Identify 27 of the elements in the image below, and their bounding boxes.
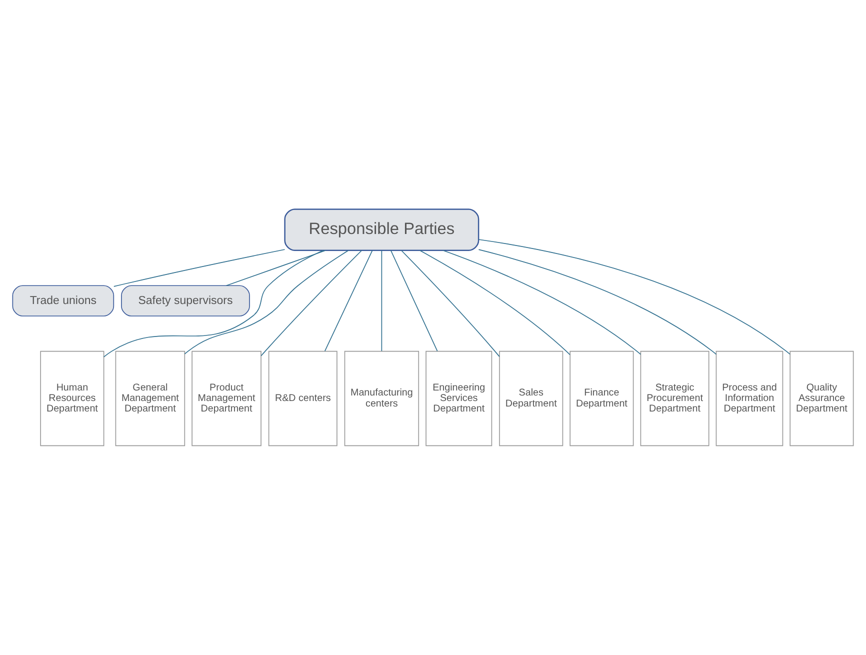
connector xyxy=(478,249,717,355)
node-box: Safety supervisors xyxy=(121,285,250,316)
node-box: Product Management Department xyxy=(192,350,262,446)
connector xyxy=(478,239,790,355)
node-box: Strategic Procurement Department xyxy=(640,350,710,446)
connector xyxy=(184,250,349,354)
connector xyxy=(226,250,326,286)
node-box: Responsible Parties xyxy=(284,208,480,251)
node-box: Trade unions xyxy=(12,285,114,316)
connector xyxy=(419,250,570,356)
node-box: Sales Department xyxy=(499,350,564,446)
node-box: Finance Department xyxy=(570,350,634,446)
connector xyxy=(114,249,286,287)
node-box: Engineering Services Department xyxy=(426,350,492,446)
node-box: Process and Information Department xyxy=(716,350,784,446)
connector xyxy=(103,250,324,358)
node-box: Quality Assurance Department xyxy=(790,350,854,446)
connector xyxy=(260,250,362,356)
connector xyxy=(381,250,382,352)
connector xyxy=(324,250,373,352)
node-box: Human Resources Department xyxy=(40,350,104,446)
connector xyxy=(400,250,500,357)
node-box: R&D centers xyxy=(268,350,338,446)
connector xyxy=(442,250,642,355)
connector xyxy=(390,250,438,352)
node-box: General Management Department xyxy=(115,350,186,446)
node-box: Manufacturing centers xyxy=(344,350,420,446)
